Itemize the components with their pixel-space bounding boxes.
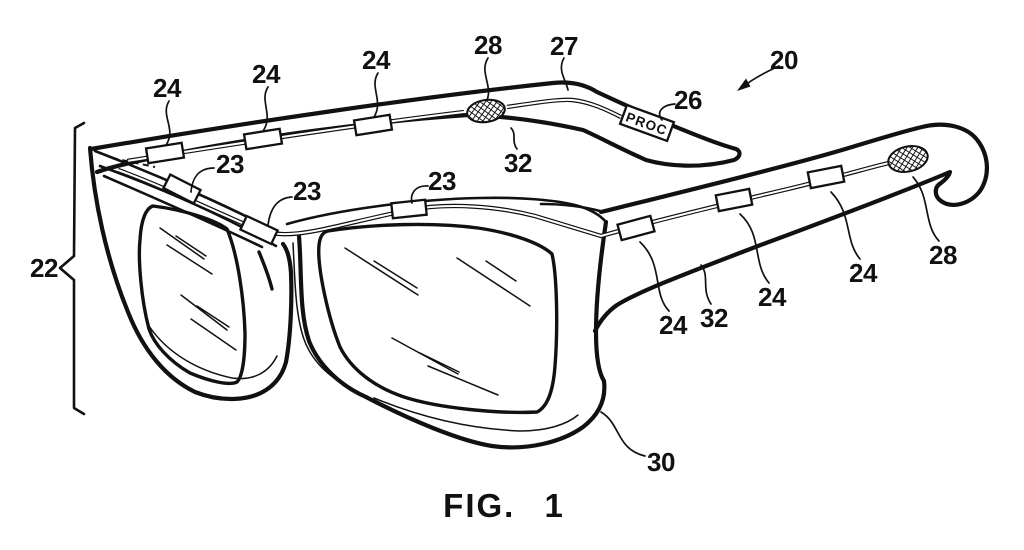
ref-28-left: 28: [474, 30, 502, 60]
ref-24-left-1: 24: [153, 73, 182, 103]
temple-sensors: [144, 113, 846, 242]
ref-26: 26: [674, 85, 702, 115]
nose-bridge-stroke: [257, 250, 274, 291]
right-electrode-pad: [887, 145, 929, 173]
front-sensors: [161, 173, 428, 246]
leader-24-right-2: [739, 213, 770, 284]
leader-32-right: [700, 264, 712, 305]
figure-caption: FIG. 1: [443, 487, 565, 524]
left-rim-bottom-inner-lip: [148, 325, 278, 380]
leader-23-2: [267, 196, 293, 226]
processor-box-outline: [618, 103, 676, 143]
right-temple-sensor-1: [616, 214, 656, 242]
right-temple-outline: [592, 122, 989, 334]
leader-24-left-1: [165, 100, 171, 146]
brow-strip-top-right: [285, 196, 608, 226]
bracket-22: [58, 121, 86, 416]
left-rim-outer: [87, 145, 294, 402]
ref-30: 30: [647, 447, 675, 477]
right-rim-bottom-and-side: [363, 219, 609, 450]
left-lens-opening: [137, 204, 247, 386]
leader-28-right: [912, 176, 940, 242]
right-temple: [592, 122, 989, 334]
leader-27: [560, 57, 569, 91]
processor-box: PROC: [618, 103, 676, 143]
front-sensor-3: [390, 198, 428, 220]
electrode-pads: [466, 98, 929, 173]
lens-glare-lines: [159, 227, 531, 396]
ref-23-1: 23: [216, 149, 244, 179]
leader-24-right-3: [830, 191, 861, 260]
reference-numerals: 24 24 24 28 27 20 26 32 23 23 23 22 24 3…: [30, 30, 957, 477]
arrowhead-20: [737, 78, 751, 91]
ref-23-3: 23: [428, 166, 456, 196]
front-sensor-2: [238, 214, 280, 246]
right-rim-nose-edge: [296, 233, 369, 400]
right-rim-nose-inner-lip: [292, 242, 352, 389]
ref-24-left-2: 24: [252, 59, 281, 89]
ref-32-left: 32: [504, 148, 532, 178]
leader-26: [658, 103, 676, 121]
ref-32-right: 32: [700, 303, 728, 333]
ref-24-right-3: 24: [849, 258, 878, 288]
right-rim-bottom-inner-lip: [373, 397, 579, 432]
leader-30: [600, 411, 646, 457]
left-temple-sensor-2: [242, 127, 284, 151]
ref-23-2: 23: [293, 176, 321, 206]
leader-23-1: [190, 167, 215, 193]
left-temple-sensor-3: [352, 113, 394, 137]
hidden-edge-dashed: [111, 157, 156, 168]
left-temple-sensor-1: [144, 141, 186, 165]
leader-23-3: [410, 185, 429, 204]
ref-24-right-1: 24: [659, 310, 688, 340]
right-lens-opening: [317, 222, 559, 415]
leader-24-left-3: [373, 72, 379, 118]
front-sensor-1: [161, 173, 203, 205]
leader-24-right-1: [639, 241, 670, 312]
leader-24-left-2: [262, 86, 269, 132]
ref-28-right: 28: [929, 240, 957, 270]
leader-28-left: [484, 57, 490, 101]
glasses-drawing: PROC: [87, 80, 989, 450]
ref-24-right-2: 24: [758, 282, 787, 312]
ref-20: 20: [770, 45, 798, 75]
ref-24-left-3: 24: [362, 45, 391, 75]
left-electrode-pad: [466, 98, 506, 124]
leader-32-left: [510, 127, 518, 150]
leader-lines: [58, 57, 940, 457]
hinge-back-edge: [539, 202, 602, 213]
ref-27: 27: [550, 31, 578, 61]
right-temple-sensor-3: [806, 164, 846, 190]
right-temple-sensor-2: [714, 187, 754, 213]
ref-22: 22: [30, 253, 58, 283]
